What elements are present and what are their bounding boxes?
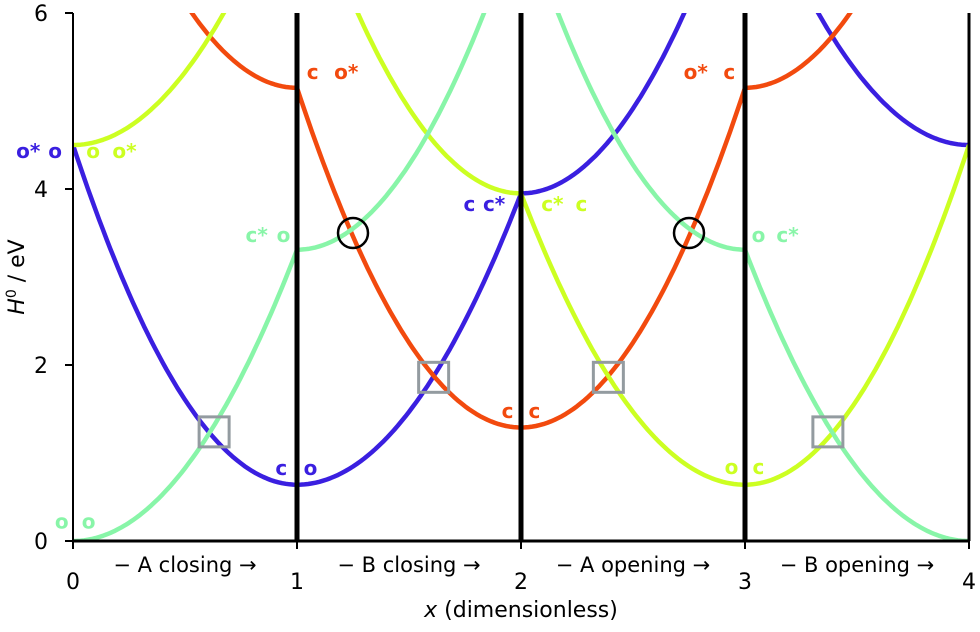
state-label: c (307, 60, 319, 84)
state-label: o (752, 223, 766, 247)
y-axis-title: H0 / eV (4, 239, 30, 314)
state-label: o (86, 139, 100, 163)
curve-segment (73, 13, 227, 148)
curve-segment (355, 13, 522, 196)
state-label: c (275, 456, 287, 480)
curve-segment (744, 13, 853, 91)
series-blue (73, 13, 969, 487)
series-mint (73, 13, 969, 541)
state-label: c (576, 192, 588, 216)
state-label: o* (684, 60, 709, 84)
state-label: o* (112, 139, 137, 163)
crossing-box-marker (197, 415, 231, 449)
curve-segment (555, 13, 746, 252)
region-labels: − A closing → − B closing → − A opening → −… (113, 553, 934, 577)
energy-curves (73, 13, 969, 541)
x-tick-label: 4 (962, 570, 976, 595)
curve-segment (520, 87, 748, 430)
crossing-box-marker (811, 415, 845, 449)
series-yellow-green (73, 13, 969, 487)
crossing-circle-marker (672, 216, 706, 250)
state-label: o (48, 139, 62, 163)
curve-segment (744, 144, 969, 487)
crossing-box-marker (417, 360, 451, 394)
series-orange (189, 13, 853, 430)
crossing-markers (197, 216, 845, 449)
curve-segment (742, 248, 969, 541)
axis-ticks: 0 1 2 3 4 0 2 4 6 (34, 2, 976, 595)
state-label: c (502, 399, 514, 423)
state-label: c* (541, 192, 564, 216)
region-label: − B opening → (780, 553, 935, 577)
curve-segment (520, 13, 687, 196)
curve-segment (73, 144, 298, 487)
region-label: − B closing → (337, 553, 480, 577)
curve-segment (518, 192, 746, 487)
state-label: c (723, 60, 735, 84)
curve-segment (189, 13, 298, 91)
curve-segment (296, 192, 524, 487)
state-label: c (753, 455, 765, 479)
y-tick-label: 0 (34, 530, 48, 555)
x-tick-label: 2 (514, 570, 528, 595)
state-label: o (277, 223, 291, 247)
y-tick-label: 2 (34, 354, 48, 379)
x-tick-label: 0 (66, 570, 80, 595)
x-tick-label: 1 (290, 570, 304, 595)
crossing-box-marker (591, 360, 625, 394)
curve-segment (294, 87, 522, 430)
region-label: − A closing → (113, 553, 256, 577)
state-label: c* (776, 223, 799, 247)
state-label: c (529, 399, 541, 423)
state-label: o (304, 456, 318, 480)
state-label: o (82, 510, 96, 534)
curve-segment (815, 13, 969, 148)
state-label: o* (16, 139, 41, 163)
state-label: o (55, 510, 69, 534)
state-label: o (725, 455, 739, 479)
x-axis-title: x (dimensionless) (423, 598, 618, 623)
region-label: − A opening → (556, 553, 710, 577)
curve-segment (296, 13, 487, 252)
curve-segment (73, 248, 300, 541)
crossing-circle-marker (336, 216, 370, 250)
state-label: c* (246, 223, 269, 247)
state-label: o* (334, 60, 359, 84)
state-label: c (464, 192, 476, 216)
y-tick-label: 6 (34, 2, 48, 27)
region-boundaries (294, 13, 971, 541)
y-tick-label: 4 (34, 178, 48, 203)
state-label: c* (483, 192, 506, 216)
x-tick-label: 3 (738, 570, 752, 595)
